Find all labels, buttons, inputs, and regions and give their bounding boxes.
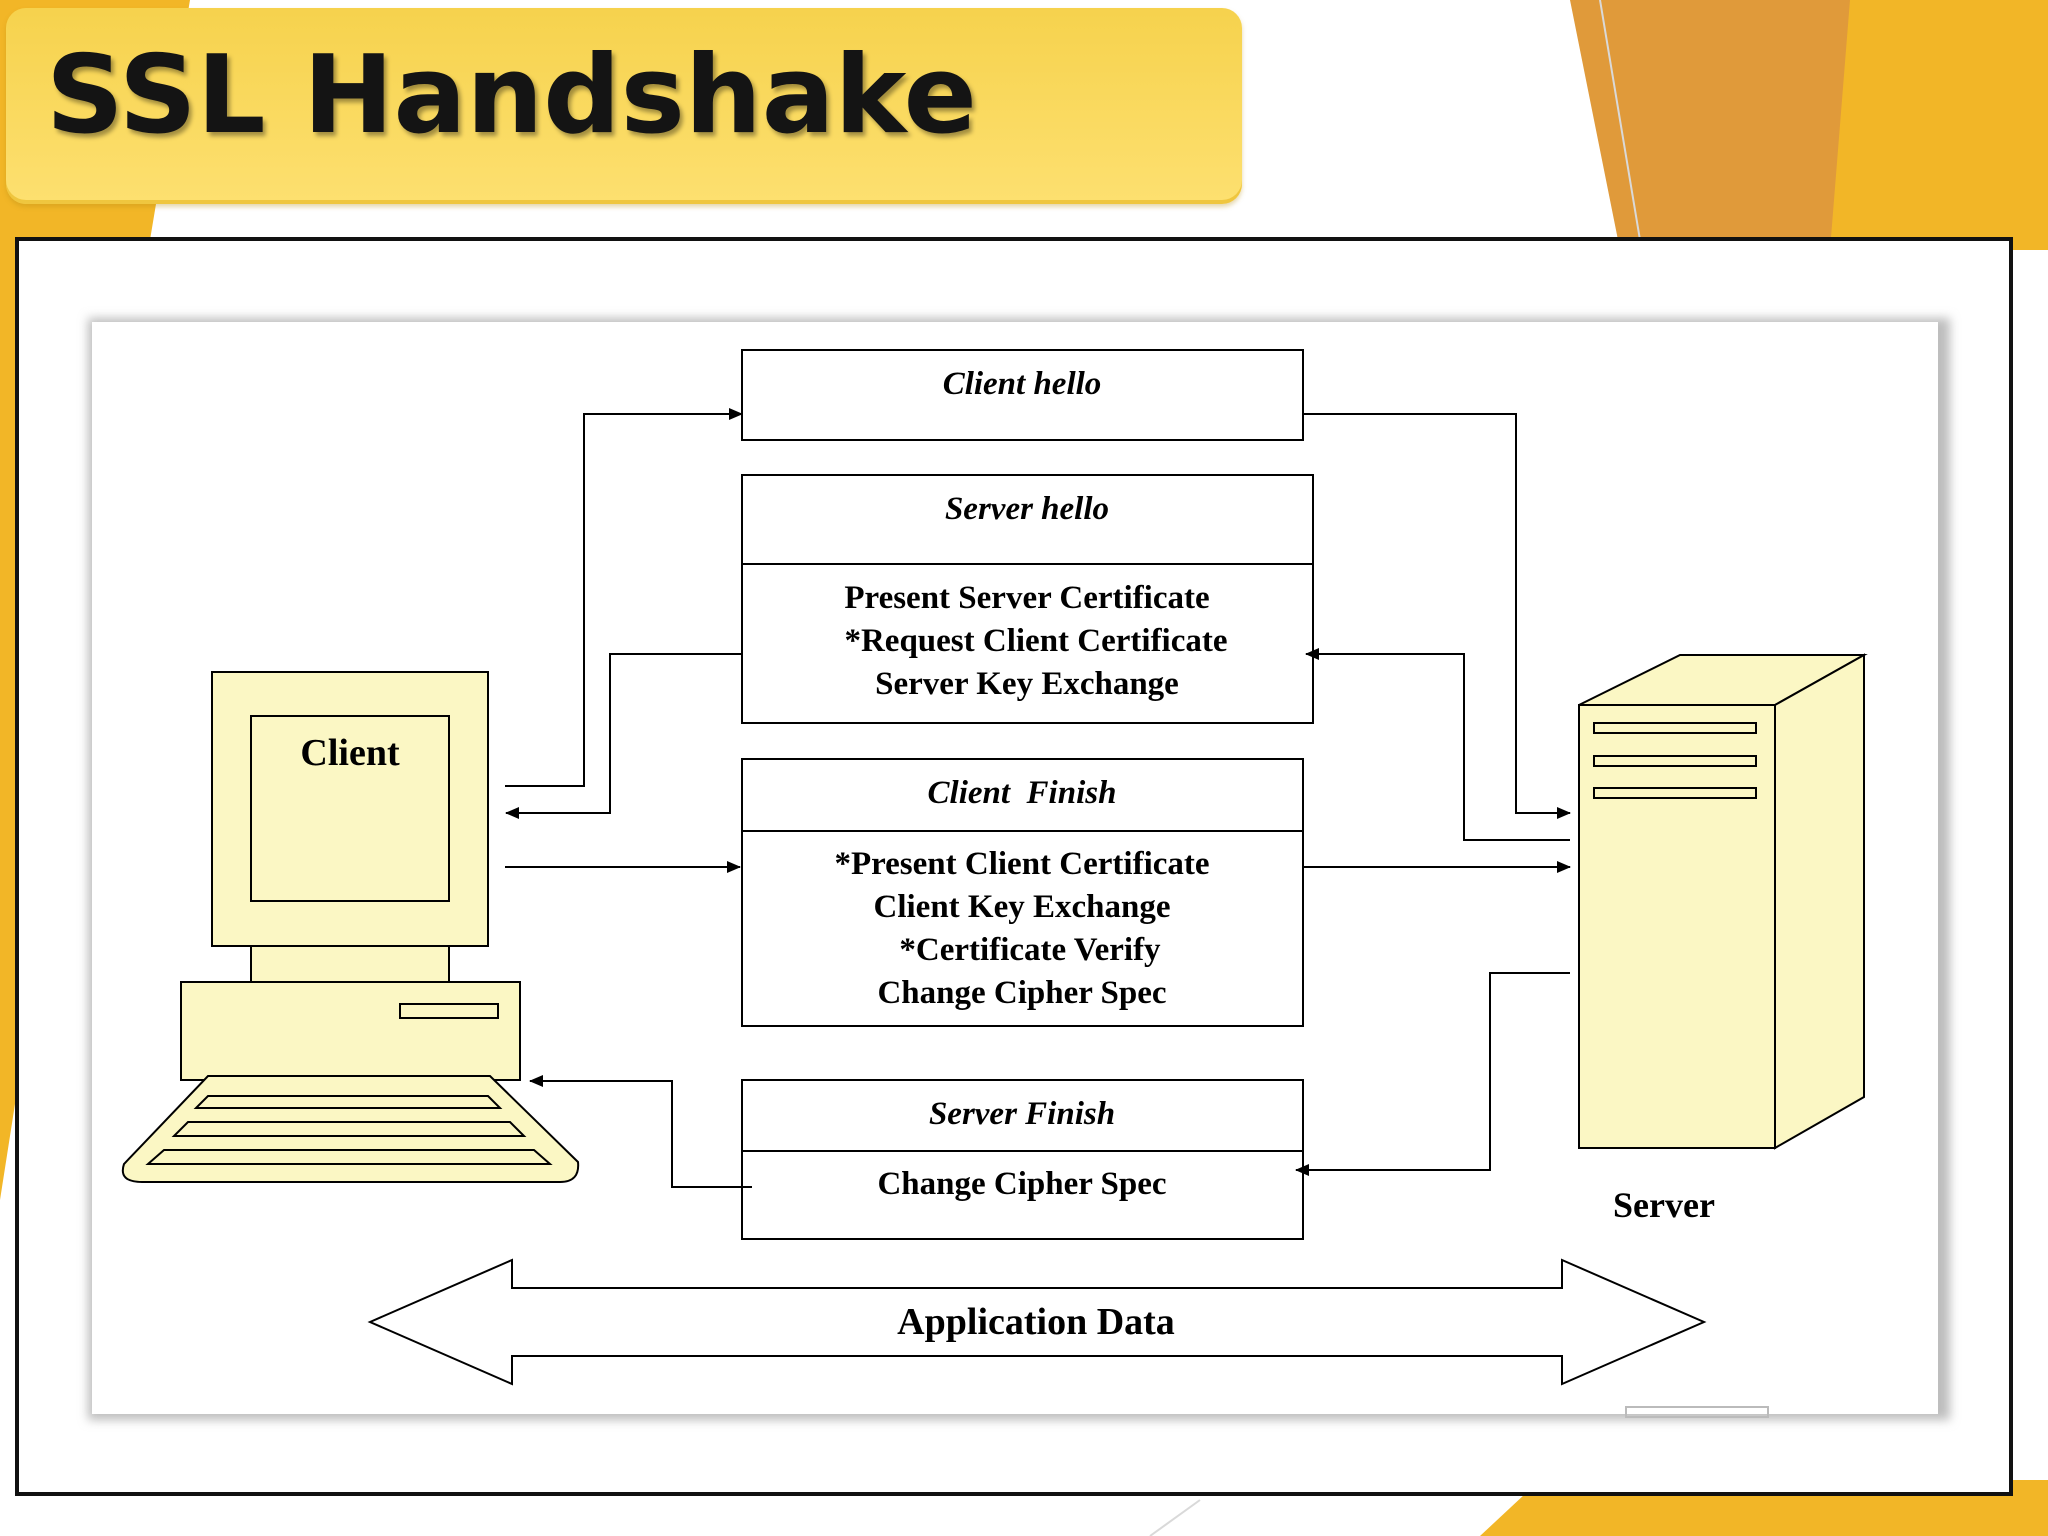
keyboard-row-1 (193, 1095, 503, 1109)
client-base-unit (180, 981, 521, 1081)
arrow-client-hello-to-server (1303, 413, 1571, 819)
arrow-server-to-server-finish (1295, 972, 1570, 1176)
server-hello-line: Server Key Exchange (875, 666, 1179, 702)
server-side (1774, 653, 1865, 1150)
top-right-gold-accent (1830, 0, 2048, 250)
client-finish-line: *Certificate Verify (899, 932, 1161, 968)
server-finish-header: Server Finish (929, 1096, 1115, 1132)
server-hello-line: Present Server Certificate (844, 580, 1209, 616)
client-finish-header: Client Finish (928, 775, 1117, 811)
decorative-line-bottom (1149, 1499, 1201, 1536)
client-label: Client (300, 732, 400, 774)
server-drive-bay-1 (1593, 722, 1757, 734)
keyboard-row-3 (145, 1149, 553, 1165)
arrow-server-finish-to-client (529, 1075, 752, 1188)
client-finish-box: Client Finish *Present Client Certificat… (741, 758, 1304, 1027)
client-disk-slot (399, 1003, 499, 1019)
client-hello-header: Client hello (943, 366, 1102, 402)
arrow-server-hello-to-client (505, 653, 742, 819)
client-finish-line: Change Cipher Spec (877, 975, 1166, 1011)
panel-corner-mark (1625, 1406, 1769, 1418)
server-finish-line: Change Cipher Spec (877, 1166, 1166, 1202)
client-hello-frame (741, 349, 1304, 441)
keyboard-row-2 (171, 1121, 527, 1137)
server-front (1578, 704, 1776, 1149)
client-computer-icon (121, 671, 580, 1183)
slide-title: SSL Handshake (46, 33, 977, 158)
server-hello-header: Server hello (945, 491, 1109, 527)
client-finish-line: Client Key Exchange (874, 889, 1171, 925)
arrow-client-to-client-hello (505, 408, 743, 787)
client-screen (250, 715, 450, 902)
client-finish-frame (741, 758, 1304, 1027)
server-label: Server (1613, 1185, 1715, 1225)
application-data-double-arrow (367, 1258, 1707, 1386)
server-hello-frame (741, 474, 1314, 724)
server-drive-bay-3 (1593, 787, 1757, 799)
arrow-server-to-server-hello (1305, 648, 1570, 841)
client-monitor-neck (250, 945, 450, 983)
decorative-line (1599, 0, 1641, 241)
server-tower-icon (1578, 653, 1868, 1150)
client-finish-line: *Present Client Certificate (834, 846, 1209, 882)
server-finish-frame (741, 1079, 1304, 1240)
client-keyboard (121, 1075, 580, 1183)
server-drive-bay-2 (1593, 755, 1757, 767)
connectors (505, 408, 1571, 1188)
client-hello-box: Client hello (741, 349, 1304, 441)
application-data-label: Application Data (897, 1301, 1175, 1343)
title-bar: SSL Handshake (6, 8, 1242, 204)
server-hello-box: Server hello Present Server Certificate … (741, 474, 1314, 724)
server-hello-line: *Request Client Certificate (844, 623, 1227, 659)
server-finish-box: Server Finish Change Cipher Spec (741, 1079, 1304, 1240)
